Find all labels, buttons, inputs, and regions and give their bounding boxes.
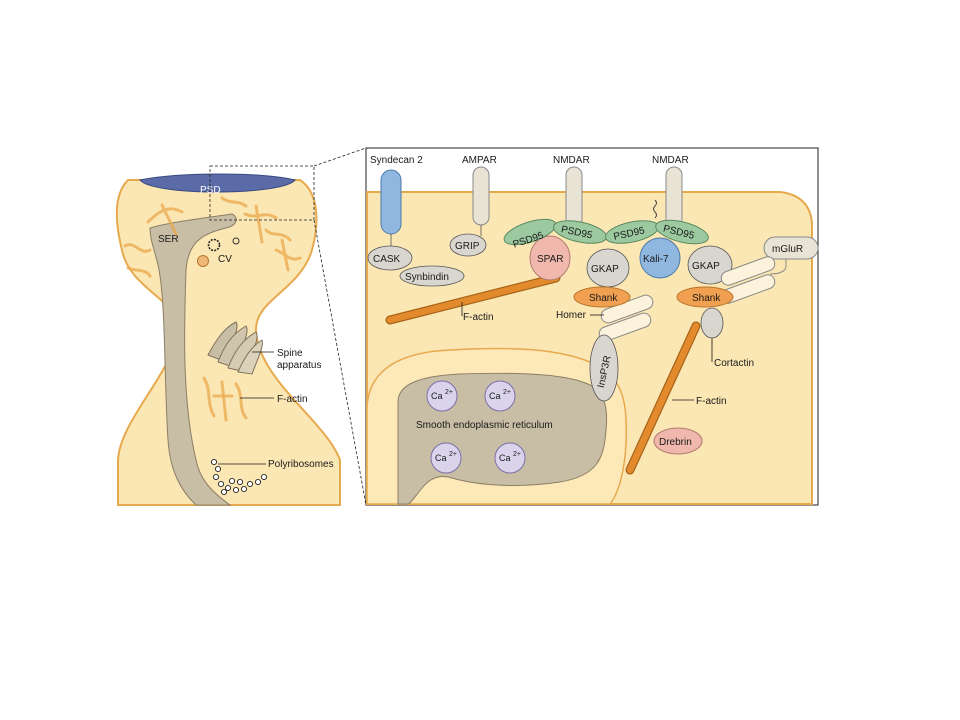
spine-overview: PSD SER CV Spine apparatus (115, 173, 341, 506)
svg-text:2+: 2+ (445, 389, 453, 396)
shank-protein-1 (573, 286, 631, 308)
cortactin-label: Cortactin (714, 358, 754, 369)
psd95-chain: PSD95 PSD95 PSD95 PSD95 (503, 218, 709, 251)
factin-label-2: F-actin (696, 396, 727, 407)
spine-apparatus (207, 321, 263, 375)
ampar-label: AMPAR (462, 155, 497, 166)
nmdar-label-2: NMDAR (652, 155, 689, 166)
homer-label: Homer (556, 310, 587, 321)
calcium-ion: Ca 2+ (426, 380, 458, 412)
nmdar-receptor-1 (565, 166, 583, 228)
polyribosomes (210, 458, 268, 496)
neck-actin (202, 376, 248, 422)
calcium-ion: Ca 2+ (430, 442, 462, 474)
cask-label: CASK (373, 254, 401, 265)
calcium-ion: Ca 2+ (494, 442, 526, 474)
spar-label: SPAR (537, 254, 564, 265)
ampar-receptor (472, 166, 490, 226)
drebrin-label: Drebrin (659, 437, 692, 448)
small-vesicle (232, 237, 240, 245)
shank-label-2: Shank (692, 293, 721, 304)
spar-protein (529, 235, 571, 281)
spine-apparatus-label-1: Spine (277, 348, 303, 359)
gkap-label-2: GKAP (692, 261, 720, 272)
calcium-ions: Ca 2+ Ca 2+ Ca 2+ Ca 2+ (426, 380, 526, 474)
gkap-label-1: GKAP (591, 264, 619, 275)
svg-text:Ca: Ca (435, 453, 447, 463)
spine-factin-label: F-actin (277, 394, 308, 405)
psd-band (139, 173, 296, 193)
zoom-indicator (209, 147, 367, 506)
detail-panel: Smooth endoplasmic reticulum Ca 2+ Ca 2+… (365, 147, 819, 506)
shank-protein-2 (676, 286, 734, 308)
mglur-label: mGluR (772, 244, 803, 255)
svg-text:Ca: Ca (499, 453, 511, 463)
grip-label: GRIP (455, 241, 480, 252)
nmdar-label-1: NMDAR (553, 155, 590, 166)
polyribosomes-label: Polyribosomes (268, 459, 334, 470)
factin-label-1: F-actin (463, 312, 494, 323)
svg-text:2+: 2+ (513, 451, 521, 458)
synbindin-protein (399, 265, 465, 287)
synbindin-label: Synbindin (405, 272, 449, 283)
shank-label-1: Shank (589, 293, 618, 304)
mglur-receptor (763, 236, 819, 260)
spine-actin-network (123, 196, 302, 278)
grip-protein (449, 233, 487, 257)
cask-protein (367, 245, 413, 271)
drebrin-protein (653, 427, 703, 455)
svg-text:Ca: Ca (431, 391, 443, 401)
svg-text:2+: 2+ (449, 451, 457, 458)
syndecan-label: Syndecan 2 (370, 155, 423, 166)
ser-label: SER (158, 234, 179, 245)
homer-links (598, 256, 776, 342)
cv-label: CV (218, 254, 232, 265)
kali7-label: Kali-7 (643, 254, 669, 265)
calcium-ion: Ca 2+ (484, 380, 516, 412)
cortactin-protein (700, 307, 724, 339)
syndecan-receptor (380, 169, 402, 235)
ser-detail-label: Smooth endoplasmic reticulum (416, 420, 553, 431)
svg-text:Ca: Ca (489, 391, 501, 401)
insp3r-receptor (589, 334, 619, 402)
kali7-protein (639, 237, 681, 279)
spine-apparatus-label-2: apparatus (277, 360, 321, 371)
coated-vesicle (207, 238, 221, 252)
svg-text:2+: 2+ (503, 389, 511, 396)
nmdar-receptor-2 (665, 166, 683, 228)
vesicle-orange (197, 255, 209, 267)
mglur-tail (769, 259, 787, 275)
gkap-protein-2 (687, 245, 733, 285)
